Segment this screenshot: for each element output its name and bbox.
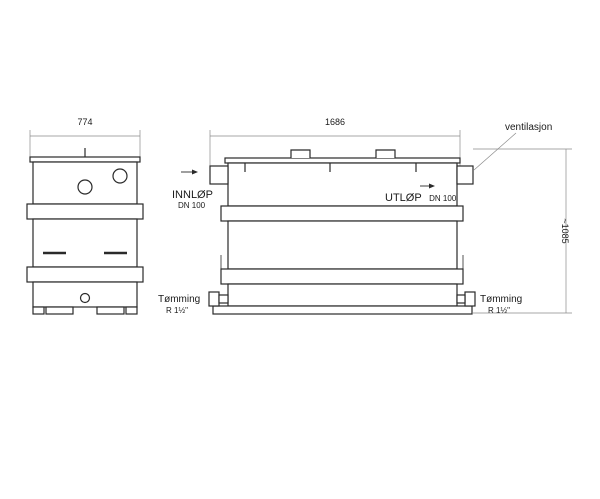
front-base-plate xyxy=(212,305,473,315)
side-port-2 xyxy=(112,168,128,184)
side-foot-1 xyxy=(32,306,45,315)
outlet-pipe xyxy=(456,165,474,185)
side-foot-4 xyxy=(125,306,138,315)
drain-right-size: R 1½" xyxy=(488,306,510,315)
dimension-width xyxy=(29,130,141,158)
outlet-label: UTLØP DN 100 xyxy=(385,188,457,205)
side-drain-port xyxy=(79,292,91,304)
ventilation-leader xyxy=(473,132,517,171)
ventilation-label: ventilasjon xyxy=(505,122,552,133)
drain-left-stub-inner xyxy=(218,294,229,304)
front-handle-left xyxy=(290,149,311,158)
side-view xyxy=(26,130,144,315)
drain-right-stub-inner xyxy=(456,294,466,304)
dimension-height xyxy=(473,148,572,314)
outlet-text: UTLØP xyxy=(385,192,422,204)
front-band-top xyxy=(220,205,464,222)
drain-left-stub xyxy=(208,291,220,307)
front-lower-body xyxy=(227,283,458,307)
front-lid xyxy=(224,157,461,164)
drain-left-size: R 1½" xyxy=(166,306,188,315)
inlet-dn-label: DN 100 xyxy=(178,201,206,210)
drain-left-label: Tømming xyxy=(158,294,200,305)
side-middle-body xyxy=(32,218,138,268)
side-band-bottom xyxy=(26,266,144,283)
front-handle-right xyxy=(375,149,396,158)
dim-length-label: 1686 xyxy=(325,117,345,127)
side-port-1 xyxy=(77,179,93,195)
side-foot-2 xyxy=(45,306,74,315)
outlet-dn-text: DN 100 xyxy=(429,194,457,203)
dim-height-label: ~1085 xyxy=(560,218,570,243)
inlet-pipe xyxy=(209,165,229,185)
inlet-label: INNLØP xyxy=(172,189,213,201)
side-band-top xyxy=(26,203,144,220)
side-foot-3 xyxy=(96,306,125,315)
drain-right-stub xyxy=(464,291,476,307)
front-view xyxy=(208,130,476,315)
dim-width-label: 774 xyxy=(77,117,92,127)
inlet-arrow xyxy=(181,169,198,175)
drain-right-label: Tømming xyxy=(480,294,522,305)
front-middle-body xyxy=(227,220,458,270)
outlet-arrow xyxy=(420,183,435,189)
front-band-bottom xyxy=(220,268,464,285)
side-lid xyxy=(29,156,141,163)
